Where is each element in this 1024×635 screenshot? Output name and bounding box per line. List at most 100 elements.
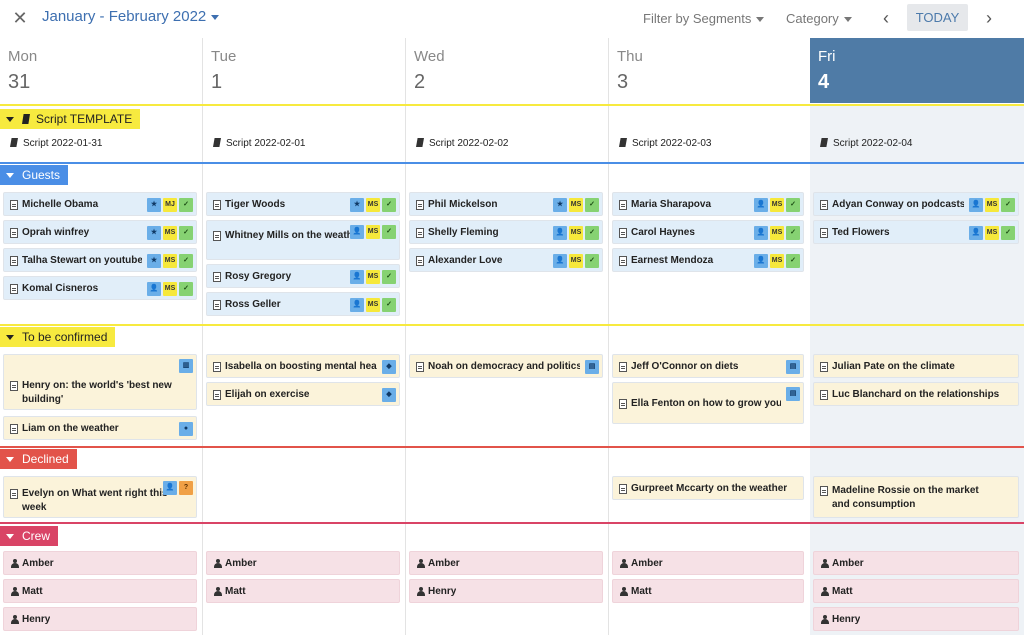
crew-member-card[interactable]: Matt — [3, 579, 197, 603]
segment-card[interactable]: Jeff O'Connor on diets▤ — [612, 354, 804, 378]
segment-card[interactable]: Ella Fenton on how to grow your plants▤ — [612, 382, 804, 424]
person-icon[interactable]: 👤 — [553, 254, 567, 268]
script-item[interactable]: Script 2022-01-31 — [10, 138, 103, 149]
badge-ms[interactable]: MS — [163, 226, 177, 240]
crew-member-card[interactable]: Matt — [612, 579, 804, 603]
segment-card[interactable]: Noah on democracy and politics▤ — [409, 354, 603, 378]
badge-ms[interactable]: MS — [366, 198, 380, 212]
person-icon[interactable]: 👤 — [350, 225, 364, 239]
check-icon[interactable]: ✓ — [382, 198, 396, 212]
badge-ms[interactable]: MS — [985, 198, 999, 212]
segment-card[interactable]: Madeline Rossie on the market and consum… — [813, 476, 1019, 518]
segment-card[interactable]: Tiger Woods★MS✓ — [206, 192, 400, 216]
script-item[interactable]: Script 2022-02-01 — [213, 138, 306, 149]
badge-ms[interactable]: MS — [163, 254, 177, 268]
person-icon[interactable]: 👤 — [754, 226, 768, 240]
crew-member-card[interactable]: Amber — [3, 551, 197, 575]
crew-member-card[interactable]: Henry — [3, 607, 197, 631]
segment-card[interactable]: Liam on the weather● — [3, 416, 197, 440]
book-icon[interactable]: ▤ — [585, 360, 599, 374]
badge-ms[interactable]: MS — [366, 225, 380, 239]
filter-segments-dropdown[interactable]: Filter by Segments — [643, 11, 765, 26]
check-icon[interactable]: ✓ — [179, 282, 193, 296]
segment-card[interactable]: Whitney Mills on the weather👤MS✓ — [206, 220, 400, 260]
segment-card[interactable]: Ted Flowers👤MS✓ — [813, 220, 1019, 244]
segment-card[interactable]: Earnest Mendoza👤MS✓ — [612, 248, 804, 272]
chevron-left-icon[interactable]: ‹ — [883, 8, 889, 28]
badge-question[interactable]: ? — [179, 481, 193, 495]
badge-ms[interactable]: MS — [569, 254, 583, 268]
check-icon[interactable]: ✓ — [786, 198, 800, 212]
script-item[interactable]: Script 2022-02-02 — [416, 138, 509, 149]
segment-card[interactable]: Oprah winfrey★MS✓ — [3, 220, 197, 244]
check-icon[interactable]: ✓ — [1001, 226, 1015, 240]
person-icon[interactable]: 👤 — [969, 198, 983, 212]
script-item[interactable]: Script 2022-02-03 — [619, 138, 712, 149]
segment-card[interactable]: Phil Mickelson★MS✓ — [409, 192, 603, 216]
badge-ms[interactable]: MS — [770, 198, 784, 212]
person-icon[interactable]: 👤 — [969, 226, 983, 240]
segment-card[interactable]: Luc Blanchard on the relationships — [813, 382, 1019, 406]
star-icon[interactable]: ★ — [350, 198, 364, 212]
star-icon[interactable]: ★ — [147, 198, 161, 212]
person-icon[interactable]: 👤 — [163, 481, 177, 495]
script-item[interactable]: Script 2022-02-04 — [820, 138, 913, 149]
date-range-dropdown[interactable]: January - February 2022 — [42, 8, 220, 25]
tag-icon[interactable]: ◆ — [382, 388, 396, 402]
star-icon[interactable]: ★ — [147, 254, 161, 268]
check-icon[interactable]: ✓ — [179, 254, 193, 268]
check-icon[interactable]: ✓ — [179, 198, 193, 212]
badge-ms[interactable]: MS — [569, 226, 583, 240]
crew-section-toggle[interactable]: Crew — [0, 526, 59, 546]
check-icon[interactable]: ✓ — [382, 270, 396, 284]
segment-card[interactable]: Rosy Gregory👤MS✓ — [206, 264, 400, 288]
crew-member-card[interactable]: Henry — [409, 579, 603, 603]
globe-icon[interactable]: ● — [179, 422, 193, 436]
check-icon[interactable]: ✓ — [179, 226, 193, 240]
check-icon[interactable]: ✓ — [382, 298, 396, 312]
check-icon[interactable]: ✓ — [786, 254, 800, 268]
crew-member-card[interactable]: Amber — [813, 551, 1019, 575]
segment-card[interactable]: Komal Cisneros👤MS✓ — [3, 276, 197, 300]
badge-mj[interactable]: MJ — [163, 198, 177, 212]
chevron-right-icon[interactable]: › — [986, 8, 992, 28]
close-icon[interactable]: ✕ — [12, 8, 28, 28]
badge-ms[interactable]: MS — [770, 226, 784, 240]
today-button[interactable]: TODAY — [907, 4, 968, 31]
segment-card[interactable]: Evelyn on What went right this week👤? — [3, 476, 197, 518]
crew-member-card[interactable]: Matt — [206, 579, 400, 603]
segment-card[interactable]: Talha Stewart on youtube★MS✓ — [3, 248, 197, 272]
segment-card[interactable]: Maria Sharapova👤MS✓ — [612, 192, 804, 216]
segment-card[interactable]: Gurpreet Mccarty on the weather — [612, 476, 804, 500]
badge-ms[interactable]: MS — [569, 198, 583, 212]
badge-ms[interactable]: MS — [366, 270, 380, 284]
person-icon[interactable]: 👤 — [350, 270, 364, 284]
crew-member-card[interactable]: Matt — [813, 579, 1019, 603]
badge-ms[interactable]: MS — [985, 226, 999, 240]
category-dropdown[interactable]: Category — [786, 11, 852, 26]
crew-member-card[interactable]: Henry — [813, 607, 1019, 631]
segment-card[interactable]: Henry on: the world's 'best new building… — [3, 354, 197, 410]
check-icon[interactable]: ✓ — [786, 226, 800, 240]
book-icon[interactable]: ▤ — [786, 360, 800, 374]
declined-section-toggle[interactable]: Declined — [0, 449, 77, 469]
guests-section-toggle[interactable]: Guests — [0, 165, 69, 185]
check-icon[interactable]: ✓ — [1001, 198, 1015, 212]
crew-member-card[interactable]: Amber — [409, 551, 603, 575]
segment-card[interactable]: Ross Geller👤MS✓ — [206, 292, 400, 316]
segment-card[interactable]: Carol Haynes👤MS✓ — [612, 220, 804, 244]
building-icon[interactable]: ▥ — [179, 359, 193, 373]
person-icon[interactable]: 👤 — [754, 254, 768, 268]
badge-ms[interactable]: MS — [163, 282, 177, 296]
badge-ms[interactable]: MS — [366, 298, 380, 312]
badge-ms[interactable]: MS — [770, 254, 784, 268]
crew-member-card[interactable]: Amber — [206, 551, 400, 575]
person-icon[interactable]: 👤 — [553, 226, 567, 240]
book-icon[interactable]: ▤ — [786, 387, 800, 401]
segment-card[interactable]: Alexander Love👤MS✓ — [409, 248, 603, 272]
segment-card[interactable]: Michelle Obama★MJ✓ — [3, 192, 197, 216]
segment-card[interactable]: Shelly Fleming👤MS✓ — [409, 220, 603, 244]
check-icon[interactable]: ✓ — [585, 254, 599, 268]
